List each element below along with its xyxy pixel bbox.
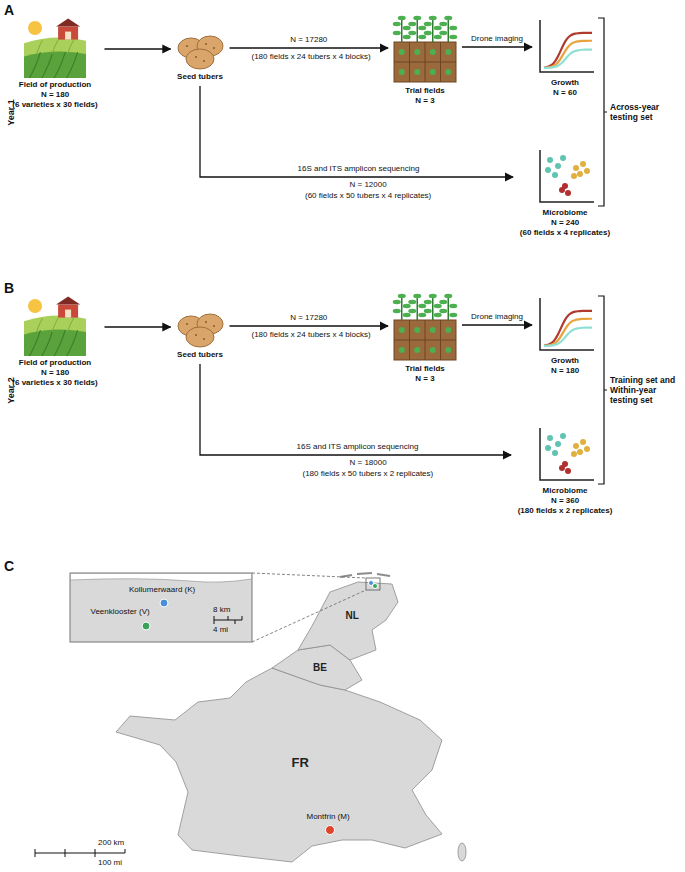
year-label: Year 2	[5, 377, 16, 404]
seed-icon	[178, 314, 223, 347]
node-text: N = 180	[538, 366, 592, 376]
trial-fields-node: Trial fieldsN = 3	[392, 290, 458, 385]
scale-label: 4 mi	[213, 625, 228, 635]
scale-label: 200 km	[98, 838, 124, 848]
scale-label: 100 mi	[98, 858, 122, 868]
site-dot	[160, 599, 168, 607]
field-icon	[24, 297, 86, 356]
seed-tubers-node: Seed tubers	[175, 306, 226, 361]
node-text: N = 3	[394, 374, 456, 384]
node-text: Field of production	[12, 80, 99, 90]
seed-tubers-node: Seed tubers	[175, 28, 226, 83]
sea	[71, 574, 252, 583]
zoom-lines	[252, 573, 366, 642]
count-label: N = 12000	[350, 180, 387, 190]
micro-icon	[540, 150, 594, 202]
country-label: FR	[292, 755, 309, 770]
scale-bar	[35, 849, 125, 857]
islands	[340, 573, 390, 577]
node-text: N = 240	[519, 218, 611, 228]
edge-label: N = 17280	[290, 35, 327, 45]
growth-icon	[540, 20, 594, 72]
arrow	[230, 47, 389, 48]
microbiome-node: MicrobiomeN = 240(60 fields x 4 replicat…	[517, 148, 613, 239]
bracket	[598, 18, 607, 206]
corsica	[458, 843, 466, 861]
growth-node: GrowthN = 60	[536, 18, 594, 99]
node-text: Trial fields	[394, 86, 456, 96]
node-text: Growth	[538, 78, 592, 88]
micro-icon	[540, 428, 594, 480]
trial-icon	[393, 16, 458, 82]
node-text: Microbiome	[519, 208, 611, 218]
node-text: (6 varieties x 30 fields)	[12, 378, 99, 388]
count-detail: (60 fields x 50 tubers x 4 replicates)	[305, 191, 431, 201]
node-text: Microbiome	[517, 486, 613, 496]
seed-icon	[178, 36, 223, 69]
edge-label: N = 17280	[290, 313, 327, 323]
year-label: Year 1	[5, 99, 16, 126]
node-text: N = 60	[538, 88, 592, 98]
microbiome-node: MicrobiomeN = 360(180 fields x 2 replica…	[515, 426, 615, 517]
node-text: Seed tubers	[177, 350, 224, 360]
panel-letter: B	[4, 280, 14, 296]
count-detail: (180 fields x 50 tubers x 2 replicates)	[303, 469, 434, 479]
node-text: Trial fields	[394, 364, 456, 374]
inset-map	[70, 573, 252, 642]
site-label: Kollumerwaard (K)	[129, 585, 195, 595]
arrow	[462, 46, 532, 47]
scale-bar	[214, 616, 242, 624]
field-icon	[24, 19, 86, 78]
arrow	[200, 364, 511, 455]
count-detail: (180 fields x 24 tubers x 4 blocks)	[252, 52, 371, 62]
arrow	[105, 326, 171, 327]
node-text: (6 varieties x 30 fields)	[12, 100, 99, 110]
site-label: Montfrin (M)	[307, 812, 350, 822]
edge-label: 16S and ITS amplicon sequencing	[298, 164, 420, 174]
node-text: Field of production	[12, 358, 99, 368]
site-dot	[373, 584, 378, 589]
france-region	[116, 668, 442, 862]
trial-fields-node: Trial fieldsN = 3	[392, 12, 458, 107]
country-label: BE	[313, 662, 327, 674]
growth-icon	[540, 298, 594, 350]
count-label: N = 18000	[350, 458, 387, 468]
panel-letter: A	[4, 2, 14, 18]
bracket	[598, 296, 607, 484]
site-label: Veenklooster (V)	[91, 607, 150, 617]
scale-label: 8 km	[213, 605, 230, 615]
arrow	[462, 324, 532, 325]
node-text: (180 fields x 2 replicates)	[517, 506, 613, 516]
arrow	[230, 325, 389, 326]
node-text: N = 360	[517, 496, 613, 506]
netherlands-region	[298, 582, 398, 660]
arrow	[200, 86, 513, 177]
node-text: Seed tubers	[177, 72, 224, 82]
growth-node: GrowthN = 180	[536, 296, 594, 377]
zoom-box	[366, 578, 380, 590]
node-text: N = 180	[12, 368, 99, 378]
field-node: Field of productionN = 180(6 varieties x…	[10, 296, 101, 389]
edge-label: Drone imaging	[471, 34, 523, 44]
node-text: (60 fields x 4 replicates)	[519, 228, 611, 238]
count-detail: (180 fields x 24 tubers x 4 blocks)	[252, 330, 371, 340]
trial-icon	[393, 294, 458, 360]
country-label: NL	[346, 610, 359, 622]
node-text: N = 180	[12, 90, 99, 100]
edge-label: Drone imaging	[471, 312, 523, 322]
panel-letter: C	[4, 558, 14, 574]
set-label: Training set and Within-year testing set	[610, 375, 682, 405]
node-text: N = 3	[394, 96, 456, 106]
arrow	[105, 48, 171, 49]
field-node: Field of productionN = 180(6 varieties x…	[10, 18, 101, 111]
node-text: Growth	[538, 356, 592, 366]
edge-label: 16S and ITS amplicon sequencing	[297, 442, 419, 452]
set-label: Across-year testing set	[610, 102, 682, 122]
site-dot	[142, 622, 150, 630]
site-dot	[326, 826, 335, 835]
